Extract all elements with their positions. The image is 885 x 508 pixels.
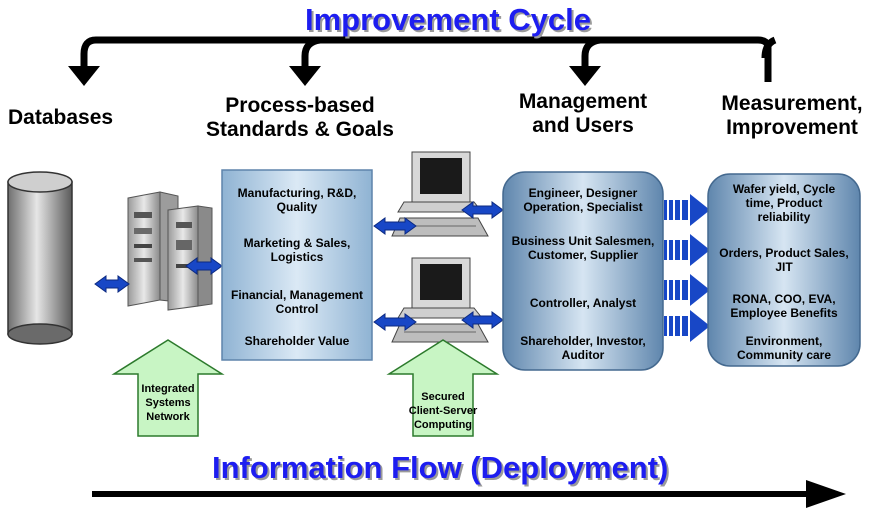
- improvement-cycle-title: Improvement Cycle: [305, 2, 591, 37]
- information-flow-title: Information Flow (Deployment): [212, 450, 669, 485]
- computer-icon: [391, 257, 489, 343]
- measure-item: Wafer yield, Cycle time, Product reliabi…: [732, 182, 836, 224]
- users-box: [502, 171, 664, 371]
- measurement-box: [707, 173, 861, 367]
- standards-item: Financial, Management Control: [230, 288, 364, 316]
- client-server-label: Secured Client-Server Computing: [408, 391, 478, 431]
- database-cylinder: [7, 171, 73, 345]
- computer-icon: [391, 151, 489, 237]
- users-measure-arrows: [664, 194, 710, 342]
- users-item: Engineer, Designer Operation, Specialist: [523, 186, 643, 214]
- server-rack: [127, 191, 213, 311]
- standards-box: [221, 169, 373, 361]
- users-item: Shareholder, Investor, Auditor: [520, 334, 646, 362]
- standards-computer-arrows: [373, 201, 504, 331]
- integrated-network-label: Integrated Systems Network: [141, 383, 195, 423]
- users-item: Business Unit Salesmen, Customer, Suppli…: [511, 234, 655, 262]
- users-item: Controller, Analyst: [529, 296, 637, 310]
- measure-item: Environment, Community care: [736, 334, 832, 362]
- standards-item: Shareholder Value: [244, 334, 350, 348]
- client-server-up-arrow: [386, 339, 500, 437]
- measure-item: Orders, Product Sales, JIT: [719, 246, 849, 274]
- measurement-header: Measurement, Improvement: [721, 92, 863, 139]
- improvement-cycle-arrow: [68, 36, 777, 86]
- databases-header: Databases: [8, 106, 114, 129]
- standards-header: Process-based Standards & Goals: [206, 94, 394, 141]
- measure-item: RONA, COO, EVA, Employee Benefits: [730, 292, 838, 320]
- management-header: Management and Users: [518, 90, 648, 137]
- information-flow-arrow: [92, 480, 846, 508]
- integrated-network-up-arrow: [111, 339, 225, 437]
- db-server-arrow: [94, 275, 130, 293]
- standards-item: Manufacturing, R&D, Quality: [237, 186, 357, 214]
- standards-item: Marketing & Sales, Logistics: [243, 236, 351, 264]
